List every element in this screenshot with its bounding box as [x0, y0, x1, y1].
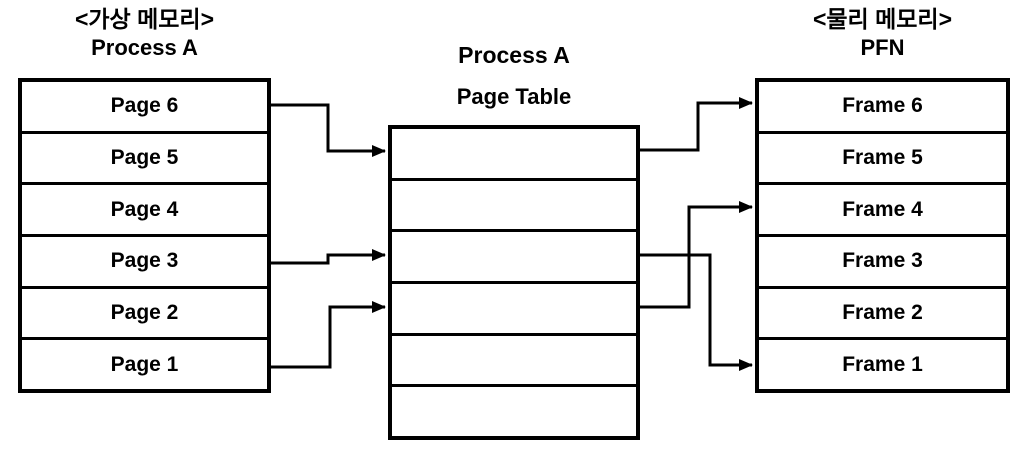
table-row: Frame 2	[759, 285, 1006, 338]
table-row: Frame 1	[759, 337, 1006, 390]
table-row	[392, 332, 636, 385]
virtual-memory-title: <가상 메모리>	[74, 6, 215, 32]
page-table-subtitle: Page Table	[456, 84, 572, 109]
table-row	[392, 177, 636, 230]
table-row: Frame 3	[759, 234, 1006, 286]
page-label: Page 4	[110, 197, 179, 221]
page-label: Page 3	[110, 249, 179, 273]
frame-label: Frame 1	[842, 352, 923, 376]
arrow-page1-to-pagetable-row4	[271, 301, 386, 369]
frame-label: Frame 2	[842, 301, 923, 325]
table-row	[392, 384, 636, 437]
page-label: Page 5	[110, 146, 179, 169]
physical-memory-subtitle: PFN	[860, 35, 905, 60]
arrow-page6-to-pagetable-row1	[271, 103, 386, 157]
page-table-title: Process A	[458, 42, 570, 68]
table-row: Page 6	[22, 82, 267, 131]
table-row	[392, 229, 636, 282]
arrow-pagetable-row1-to-frame6	[640, 97, 753, 152]
arrow-pagetable-row3-to-frame1	[640, 253, 753, 371]
arrow-pagetable-row4-to-frame4	[640, 201, 753, 309]
frame-label: Frame 6	[842, 94, 923, 118]
virtual-memory-table: Page 6 Page 5 Page 4 Page 3 Page 2 Page …	[18, 78, 271, 393]
frame-label: Frame 5	[842, 146, 923, 169]
table-row	[392, 129, 636, 178]
page-label: Page 6	[110, 94, 179, 118]
frame-label: Frame 3	[842, 249, 923, 273]
virtual-memory-subtitle: Process A	[91, 35, 198, 60]
table-row: Frame 4	[759, 182, 1006, 235]
table-row: Page 5	[22, 130, 267, 183]
arrow-page3-to-pagetable-row3	[271, 249, 386, 265]
table-row: Frame 6	[759, 82, 1006, 131]
physical-memory-title: <물리 메모리>	[812, 6, 953, 32]
table-row: Page 1	[22, 337, 267, 390]
table-row: Frame 5	[759, 130, 1006, 183]
frame-label: Frame 4	[842, 197, 923, 221]
page-label: Page 2	[110, 301, 179, 325]
page-label: Page 1	[110, 352, 179, 376]
table-row: Page 2	[22, 285, 267, 338]
table-row	[392, 281, 636, 333]
table-row: Page 3	[22, 234, 267, 286]
table-row: Page 4	[22, 182, 267, 235]
page-table	[388, 125, 640, 440]
physical-memory-table: Frame 6 Frame 5 Frame 4 Frame 3 Frame 2 …	[755, 78, 1010, 393]
